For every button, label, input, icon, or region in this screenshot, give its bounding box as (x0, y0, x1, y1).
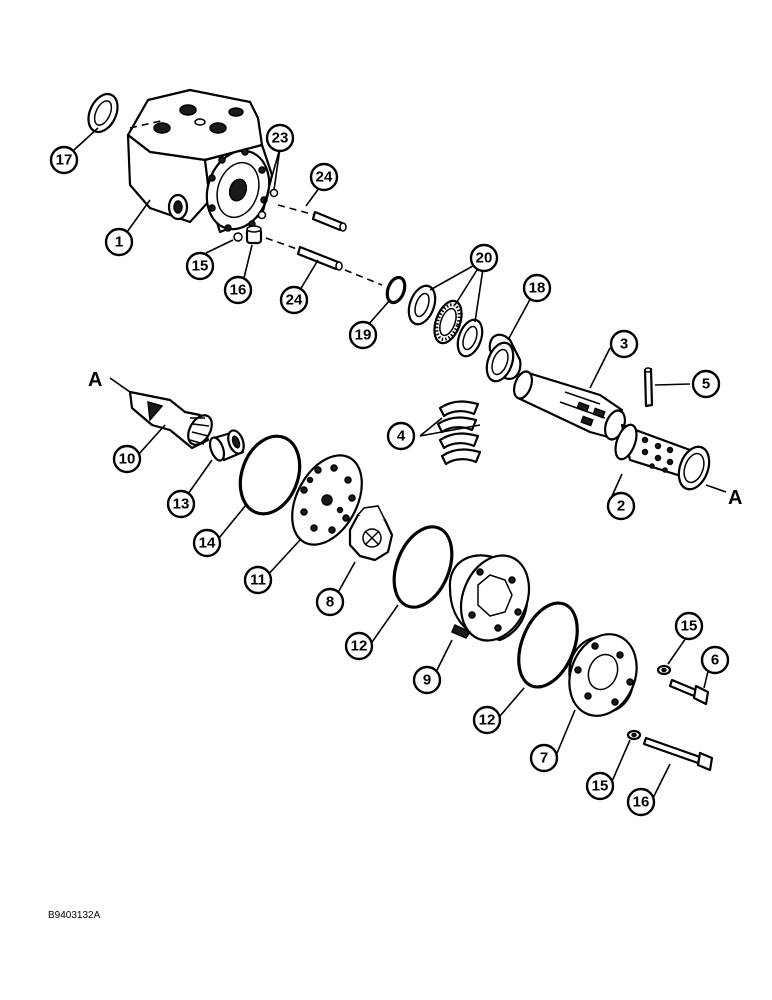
callout-2: 2 (606, 491, 636, 521)
svg-text:3: 3 (620, 336, 628, 353)
part-valve-housing-1 (126, 88, 274, 234)
part-pin-24-upper (277, 204, 347, 232)
callout-16: 16 (626, 787, 656, 817)
callout-24-lower: 24 (279, 285, 309, 315)
callout-19: 17 (49, 145, 79, 175)
reference-code: B9403132A (48, 910, 101, 921)
callout-10: 10 (112, 444, 142, 474)
part-pin-5 (643, 367, 654, 408)
section-marker-a-top: A (88, 369, 102, 391)
svg-text:4: 4 (397, 428, 406, 445)
svg-text:12: 12 (351, 638, 368, 655)
callout-5: 5 (691, 369, 721, 399)
callout-leaders (73, 127, 727, 801)
part-gerotor-star-8 (348, 505, 394, 562)
part-washer-15-upper (656, 664, 672, 676)
callout-13: 13 (166, 489, 196, 519)
part-seal-19 (87, 92, 119, 134)
part-cap-screw-6 (668, 678, 710, 706)
svg-text:9: 9 (423, 672, 431, 689)
part-spool-3 (512, 370, 626, 441)
callout-23: 23 (265, 123, 295, 153)
part-pin-24-lower (265, 237, 383, 286)
part-end-cap-7 (568, 633, 638, 717)
alignment-line (129, 119, 166, 129)
svg-text:13: 13 (173, 496, 190, 513)
part-spacer-plate-11 (291, 454, 363, 546)
svg-text:16: 16 (230, 282, 247, 299)
svg-text:1: 1 (115, 234, 123, 251)
svg-text:18: 18 (529, 280, 546, 297)
callout-11: 11 (243, 565, 273, 595)
callout-21: 19 (348, 320, 378, 350)
part-seal-20 (485, 333, 522, 383)
callout-15-upper: 15 (674, 611, 704, 641)
svg-text:15: 15 (192, 258, 209, 275)
part-drive-shaft-10 (128, 390, 213, 450)
part-thrust-bearing-22b (433, 299, 463, 345)
part-bearing-race-22a (407, 284, 437, 326)
callout-3: 3 (609, 329, 639, 359)
svg-text:16: 16 (633, 794, 650, 811)
svg-text:19: 19 (355, 327, 372, 344)
svg-text:24: 24 (316, 169, 333, 186)
svg-text:5: 5 (702, 376, 710, 393)
part-ball-17 (233, 232, 243, 242)
part-spacer-13 (208, 429, 245, 462)
svg-text:7: 7 (540, 750, 548, 767)
part-seat-18 (245, 225, 263, 245)
svg-text:14: 14 (199, 535, 216, 552)
part-o-ring-12-upper (392, 525, 454, 609)
callout-9: 9 (412, 665, 442, 695)
callout-14: 14 (192, 528, 222, 558)
svg-text:23: 23 (272, 130, 289, 147)
callout-12-lower: 12 (472, 705, 502, 735)
part-bearing-race-22c (456, 318, 484, 358)
section-marker-a-bottom: A (728, 487, 742, 509)
svg-text:6: 6 (711, 652, 719, 669)
svg-text:17: 17 (56, 152, 73, 169)
callout-15-lower: 15 (585, 771, 615, 801)
svg-text:11: 11 (250, 572, 266, 589)
callout-8: 8 (315, 587, 345, 617)
callout-18: 16 (223, 275, 253, 305)
part-o-ring-14 (238, 434, 302, 516)
callout-7: 7 (529, 743, 559, 773)
part-gerotor-ring-9 (448, 554, 531, 642)
svg-text:8: 8 (326, 594, 334, 611)
svg-text:15: 15 (681, 618, 698, 635)
svg-text:20: 20 (476, 250, 493, 267)
svg-text:15: 15 (592, 778, 609, 795)
svg-text:10: 10 (119, 451, 136, 468)
part-sleeve-2 (614, 423, 711, 491)
callout-24-upper: 24 (309, 162, 339, 192)
part-retaining-ring-21 (385, 275, 407, 305)
part-o-ring-12-lower (517, 601, 579, 689)
part-cap-screw-16 (642, 736, 714, 772)
callout-4: 4 (386, 421, 416, 451)
callout-6: 6 (700, 645, 730, 675)
callout-17: 15 (185, 251, 215, 281)
callout-20: 18 (522, 273, 552, 303)
svg-text:12: 12 (479, 712, 496, 729)
callout-1: 1 (104, 227, 134, 257)
svg-text:24: 24 (286, 292, 303, 309)
svg-text:2: 2 (617, 498, 625, 515)
callout-22: 20 (469, 243, 499, 273)
callout-12-upper: 12 (344, 631, 374, 661)
leader-a-top (109, 377, 131, 393)
part-centering-springs-4 (436, 400, 482, 466)
part-washer-15-lower (626, 729, 642, 741)
